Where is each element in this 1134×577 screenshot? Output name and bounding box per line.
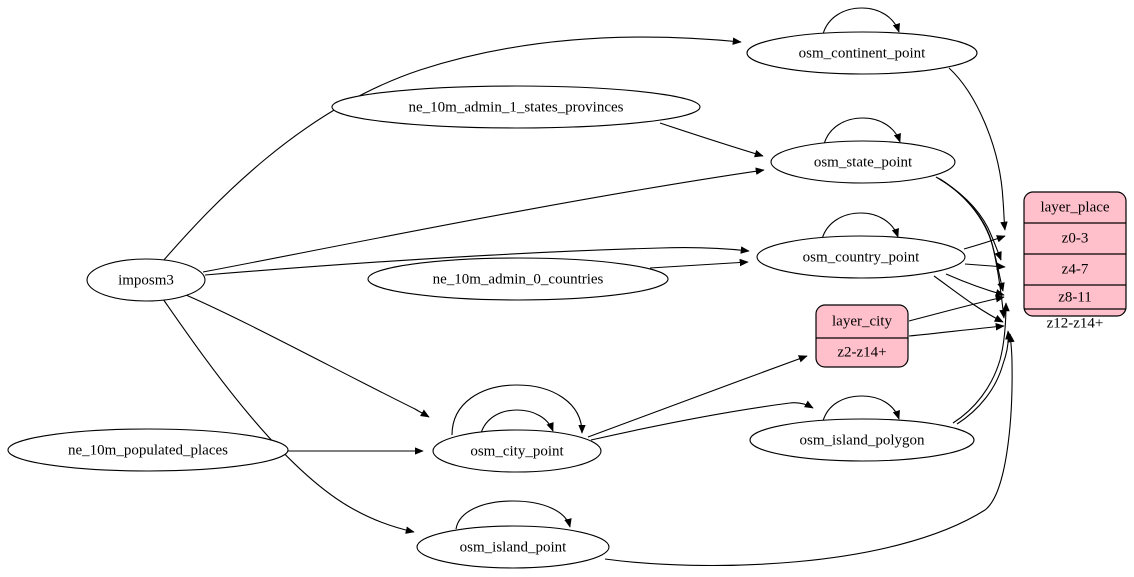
edge-osm-country-point-to-layer-place-z8-11 [945, 273, 1005, 297]
edge-osm-continent-point-to-layer-place-z0-3 [948, 67, 1008, 231]
record-layer-city[interactable]: layer_city z2-z14+ [815, 304, 909, 368]
node-osm-state-point[interactable]: osm_state_point [770, 140, 956, 184]
node-osm-city-point[interactable]: osm_city_point [432, 429, 602, 473]
node-ne-10m-populated-places[interactable]: ne_10m_populated_places [7, 428, 289, 472]
edge-osm-island-polygon-to-layer-place-z8-11 [952, 302, 1010, 424]
edge-imposm3-to-osm-island-point [162, 298, 415, 534]
node-imposm3[interactable]: imposm3 [86, 258, 206, 302]
records-layer: layer_place z0-3 z4-7 z8-11 z12-z14+ lay… [815, 191, 1127, 368]
node-osm-country-point[interactable]: osm_country_point [756, 235, 966, 279]
edge-self-loop-osm-city-point-outer [451, 384, 586, 436]
edge-imposm3-to-osm-country-point [204, 246, 750, 276]
node-osm-continent-point[interactable]: osm_continent_point [746, 31, 978, 75]
edge-self-loop-osm-state-point [823, 117, 901, 145]
edge-osm-country-point-to-layer-place-z4-7 [964, 262, 1006, 271]
edge-ne-states-to-osm-state-point [659, 122, 764, 158]
edges-layer [162, 7, 1015, 567]
edge-imposm3-to-osm-state-point [202, 167, 765, 273]
edge-self-loop-osm-country-point [821, 212, 899, 240]
edge-imposm3-to-osm-city-point [185, 294, 430, 418]
record-row-layer-place-z12-z14: z12-z14+ [1047, 315, 1104, 331]
node-osm-island-point[interactable]: osm_island_point [416, 525, 610, 569]
record-layer-place[interactable]: layer_place z0-3 z4-7 z8-11 z12-z14+ [1023, 191, 1127, 331]
edge-osm-city-point-to-layer-city-z2 [587, 355, 808, 438]
node-osm-island-polygon[interactable]: osm_island_polygon [749, 418, 975, 462]
edge-self-loop-osm-island-polygon [822, 395, 900, 422]
edge-ne-countries-to-osm-country-point [649, 258, 749, 269]
edge-self-loop-osm-island-point [455, 500, 572, 530]
edge-osm-country-point-to-layer-place-z0-3 [963, 235, 1006, 250]
edge-osm-state-point-to-layer-place-z8-11 [937, 177, 1005, 292]
node-ne-10m-admin-0-countries[interactable]: ne_10m_admin_0_countries [367, 257, 669, 301]
edge-osm-country-point-to-layer-place-z12 [933, 275, 1004, 323]
node-ne-10m-admin-1-states-provinces[interactable]: ne_10m_admin_1_states_provinces [331, 85, 701, 129]
edge-osm-city-point-to-osm-island-polygon [590, 400, 814, 441]
edge-osm-island-point-to-layer-place-z12 [604, 333, 1015, 567]
edge-self-loop-osm-city-point-inner [480, 409, 554, 434]
edge-layer-city-to-layer-place-z8-11 [908, 295, 1005, 322]
edge-layer-city-to-layer-place-z12 [908, 323, 1005, 337]
edge-osm-island-polygon-to-layer-place-z12 [956, 330, 1013, 425]
edge-imposm3-to-osm-continent-point [162, 36, 742, 262]
edge-self-loop-osm-continent-point [822, 7, 900, 35]
nodes-layer: imposm3 ne_10m_admin_1_states_provinces … [7, 31, 978, 569]
